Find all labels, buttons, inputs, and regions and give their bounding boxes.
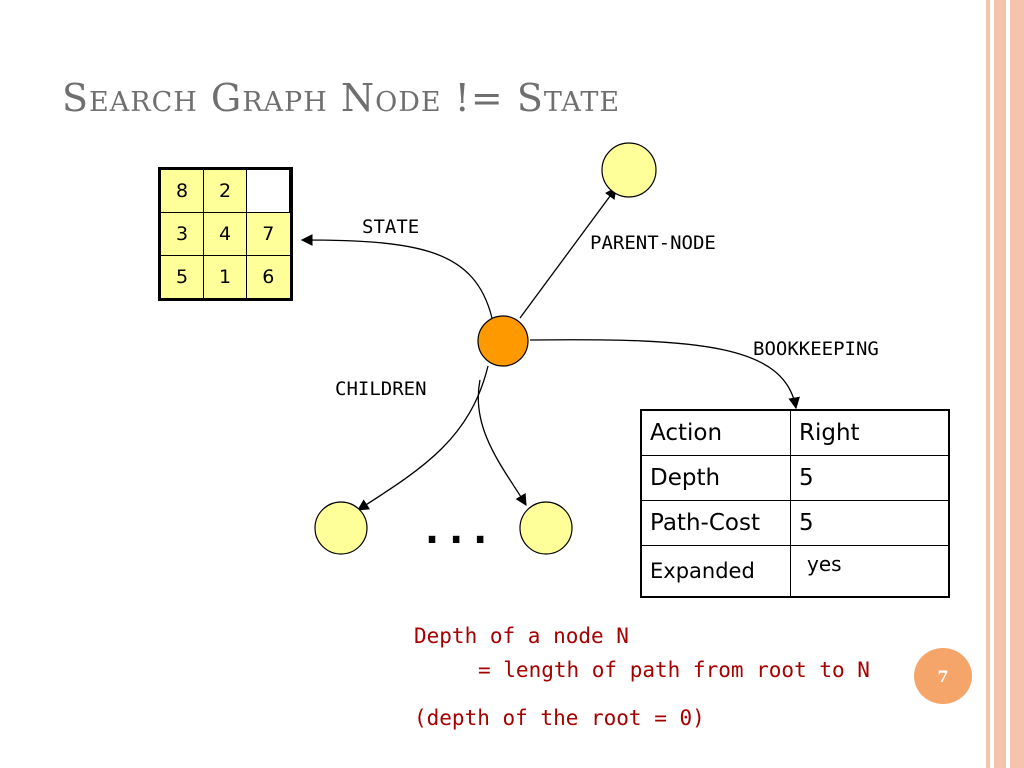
decor-stripe — [986, 0, 990, 768]
parent-node-label: PARENT-NODE — [590, 232, 716, 254]
puzzle-cell-blank — [246, 168, 293, 213]
puzzle-cell: 2 — [203, 168, 247, 213]
table-value: Right — [790, 409, 950, 456]
bookkeeping-table: Action Right Depth 5 Path-Cost 5 Expande… — [640, 409, 950, 598]
table-row: Action Right — [640, 409, 950, 456]
table-row: Expanded yes — [640, 545, 950, 598]
table-value: 5 — [790, 500, 950, 546]
parent-node-arrow — [519, 187, 617, 319]
child-node-circle-left — [314, 501, 368, 555]
child-arrow-right — [477, 379, 527, 507]
table-key: Action — [640, 409, 791, 456]
puzzle-cell: 4 — [203, 212, 247, 256]
puzzle-cell: 5 — [159, 255, 204, 300]
table-key: Expanded — [640, 545, 791, 598]
page-number-badge: 7 — [914, 648, 972, 704]
bookkeeping-label: BOOKKEEPING — [753, 338, 879, 360]
more-children-ellipsis: ... — [420, 507, 492, 553]
table-key: Depth — [640, 455, 791, 501]
puzzle-cell: 7 — [246, 212, 292, 256]
puzzle-state-grid: 8 2 3 4 7 5 1 6 — [158, 167, 293, 301]
page-number: 7 — [937, 666, 949, 686]
child-node-circle-right — [519, 501, 573, 555]
depth-note-line2: = length of path from root to N — [478, 658, 870, 682]
decor-stripe — [994, 0, 1006, 768]
children-label: CHILDREN — [335, 378, 427, 400]
table-key: Path-Cost — [640, 500, 791, 546]
puzzle-cell: 1 — [203, 255, 247, 300]
state-arrow — [300, 234, 493, 319]
table-row: Path-Cost 5 — [640, 500, 950, 546]
table-row: Depth 5 — [640, 455, 950, 501]
depth-note-line3: (depth of the root = 0) — [414, 706, 705, 730]
puzzle-cell: 8 — [159, 168, 204, 213]
table-value: yes — [790, 545, 950, 598]
decor-stripe — [1010, 0, 1024, 768]
table-value: 5 — [790, 455, 950, 501]
puzzle-cell: 6 — [246, 255, 292, 300]
parent-node-circle — [601, 142, 657, 198]
child-arrow-left — [357, 365, 489, 511]
bookkeeping-arrow — [529, 339, 800, 410]
current-node-circle — [477, 315, 529, 367]
depth-note-line1: Depth of a node N — [414, 624, 629, 648]
state-label: STATE — [362, 216, 419, 238]
puzzle-cell: 3 — [159, 212, 204, 256]
slide-title: Search Graph Node != State — [62, 76, 621, 120]
